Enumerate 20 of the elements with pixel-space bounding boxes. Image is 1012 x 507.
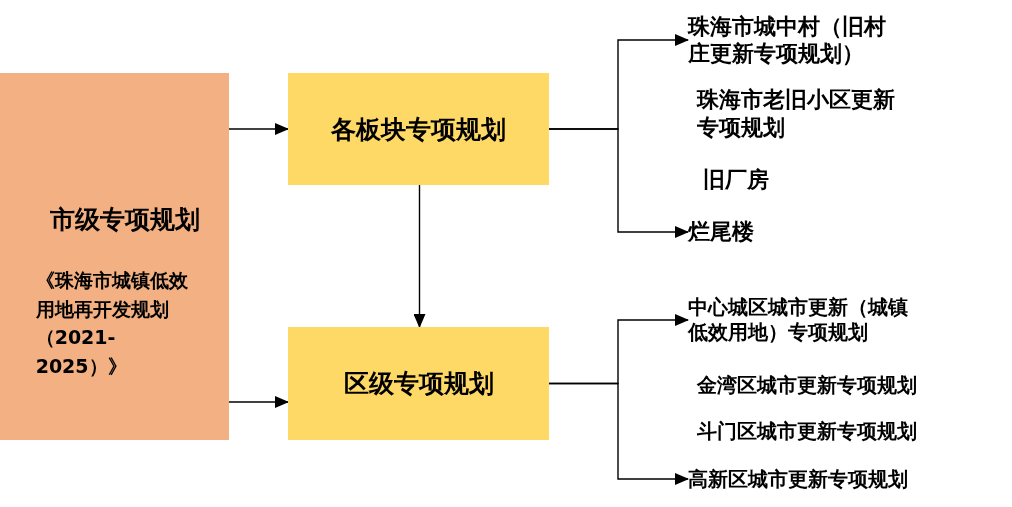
plan-item: 珠海市城中村（旧村庄更新专项规划） [688, 12, 887, 68]
process-box [0, 73, 229, 440]
plan-item: 珠海市老旧小区更新专项规划 [697, 86, 896, 141]
arrow [228, 123, 289, 135]
plan-item: 斗门区城市更新专项规划 [697, 419, 917, 444]
arrow [548, 382, 689, 485]
plan-item: 旧厂房 [703, 166, 769, 194]
box-title: 区级专项规划 [343, 368, 494, 400]
plan-item: 金湾区城市更新专项规划 [697, 373, 917, 398]
process-box [288, 73, 549, 185]
plan-item: 中心城区城市更新（城镇低效用地）专项规划 [688, 295, 909, 345]
box-title: 市级专项规划 [48, 204, 200, 236]
arrow [548, 128, 689, 238]
plan-item: 高新区城市更新专项规划 [688, 466, 908, 492]
box-subtitle: 《珠海市城镇低效用地再开发规划（2021-2025）》 [35, 268, 189, 379]
box-title: 各板块专项规划 [331, 113, 506, 146]
plan-item: 烂尾楼 [688, 218, 754, 246]
arrow [413, 184, 426, 328]
arrow [228, 396, 289, 408]
process-box [288, 327, 549, 440]
